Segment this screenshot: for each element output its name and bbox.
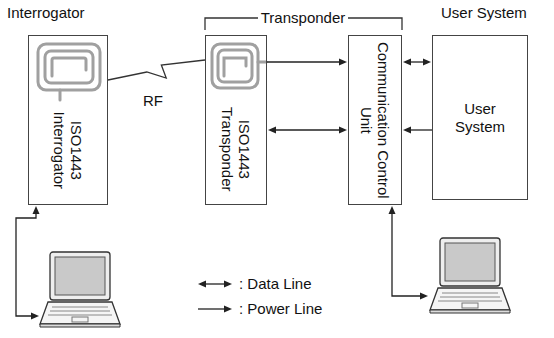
legend-sample bbox=[198, 281, 232, 313]
vertical-label: Communication Control Unit bbox=[358, 40, 393, 200]
control-unit-box: Communication Control Unit bbox=[348, 35, 402, 205]
vertical-label: ISO1443 Interrogator bbox=[51, 98, 86, 202]
column-heading: User System bbox=[441, 4, 527, 21]
data-wire bbox=[16, 206, 428, 320]
legend-text: : Data Line bbox=[236, 275, 315, 292]
transponder-box: ISO1443 Transponder bbox=[205, 35, 267, 205]
rf-link bbox=[108, 60, 205, 80]
column-heading: Interrogator bbox=[7, 4, 85, 21]
edge-label: RF bbox=[140, 92, 166, 109]
signal-arrow bbox=[268, 127, 347, 134]
legend-text: : Power Line bbox=[236, 300, 325, 317]
antenna-coil bbox=[38, 44, 100, 100]
interrogator-box: InterrogatorISO1443 Interrogator bbox=[28, 35, 108, 205]
signal-arrow bbox=[403, 59, 431, 66]
signal-arrow bbox=[267, 59, 347, 66]
antenna-coil bbox=[212, 44, 266, 88]
group-label: Transponder bbox=[258, 9, 349, 26]
box-label: User System bbox=[439, 100, 521, 135]
signal-arrow bbox=[403, 127, 432, 134]
laptop-icon bbox=[430, 238, 510, 313]
vertical-label: ISO1443 Transponder bbox=[219, 96, 254, 202]
laptop-icon bbox=[40, 252, 120, 327]
user-system-box: User SystemUser System bbox=[432, 35, 528, 200]
